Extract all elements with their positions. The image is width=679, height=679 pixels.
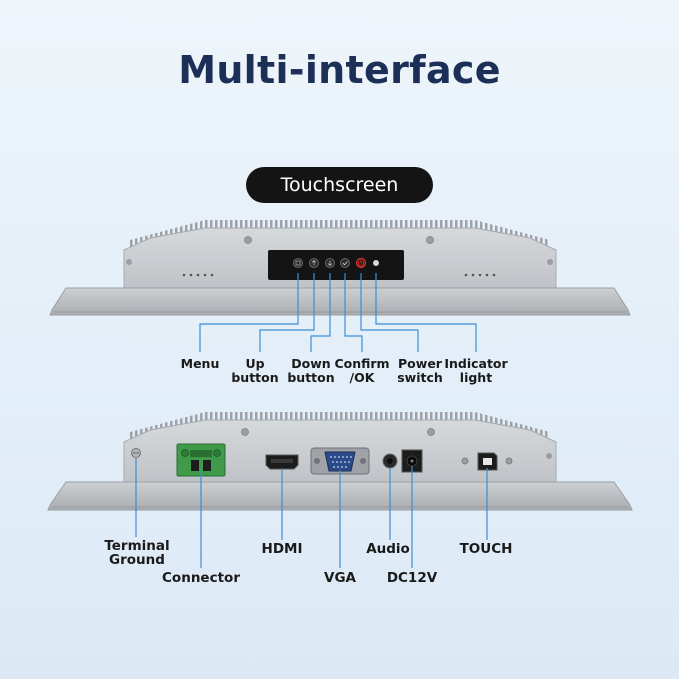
device-top-view — [49, 220, 631, 352]
label-connector: Connector — [162, 571, 240, 585]
label-audio: Audio — [366, 542, 410, 556]
check-icon — [340, 258, 350, 268]
bottom-leader-lines — [135, 458, 488, 568]
label-confirm-line2: /OK — [349, 370, 375, 385]
arrow-up-icon — [309, 258, 319, 268]
label-confirm-line1: Confirm — [334, 356, 390, 371]
label-touch: TOUCH — [460, 542, 513, 556]
label-audio-line1: Audio — [366, 541, 410, 557]
touch-usb-port — [461, 452, 513, 471]
label-down-line1: Down — [291, 356, 331, 371]
label-terminal-line2: Ground — [109, 552, 165, 568]
label-indicator-light: Indicator light — [444, 357, 507, 385]
terminal-ground-port — [131, 448, 141, 458]
label-hdmi-line1: HDMI — [261, 541, 303, 557]
label-menu-line1: Menu — [180, 356, 220, 371]
label-up-button: Up button — [231, 357, 278, 385]
label-vga-line1: VGA — [324, 570, 356, 586]
label-touch-line1: TOUCH — [459, 541, 513, 557]
label-down-line2: button — [287, 370, 335, 385]
menu-icon — [293, 258, 303, 268]
vga-port — [310, 447, 370, 475]
label-menu: Menu — [181, 357, 220, 371]
power-icon — [355, 257, 367, 269]
label-power-switch: Power switch — [397, 357, 443, 385]
touchscreen-badge: Touchscreen — [246, 167, 433, 203]
label-connector-line1: Connector — [162, 570, 240, 586]
top-leader-lines — [199, 273, 477, 352]
label-terminal-line1: Terminal — [104, 538, 170, 554]
hdmi-port — [265, 454, 299, 470]
label-power-line2: switch — [397, 370, 443, 385]
connector-port — [176, 443, 226, 477]
label-up-line1: Up — [245, 356, 265, 371]
label-terminal-ground: Terminal Ground — [104, 539, 169, 567]
audio-port — [382, 453, 398, 469]
label-dc12v-line1: DC12V — [386, 570, 438, 586]
device-bottom-view — [47, 412, 633, 568]
page-title: Multi-interface — [178, 48, 501, 92]
label-hdmi: HDMI — [262, 542, 303, 556]
label-down-button: Down button — [287, 357, 334, 385]
label-indicator-line2: light — [459, 370, 493, 385]
arrow-down-icon — [325, 258, 335, 268]
label-confirm-ok: Confirm /OK — [334, 357, 389, 385]
indicator-light-icon — [373, 260, 379, 266]
label-power-line1: Power — [398, 356, 442, 371]
label-up-line2: button — [231, 370, 279, 385]
label-vga: VGA — [324, 571, 356, 585]
label-indicator-line1: Indicator — [444, 356, 508, 371]
label-dc12v: DC12V — [387, 571, 437, 585]
